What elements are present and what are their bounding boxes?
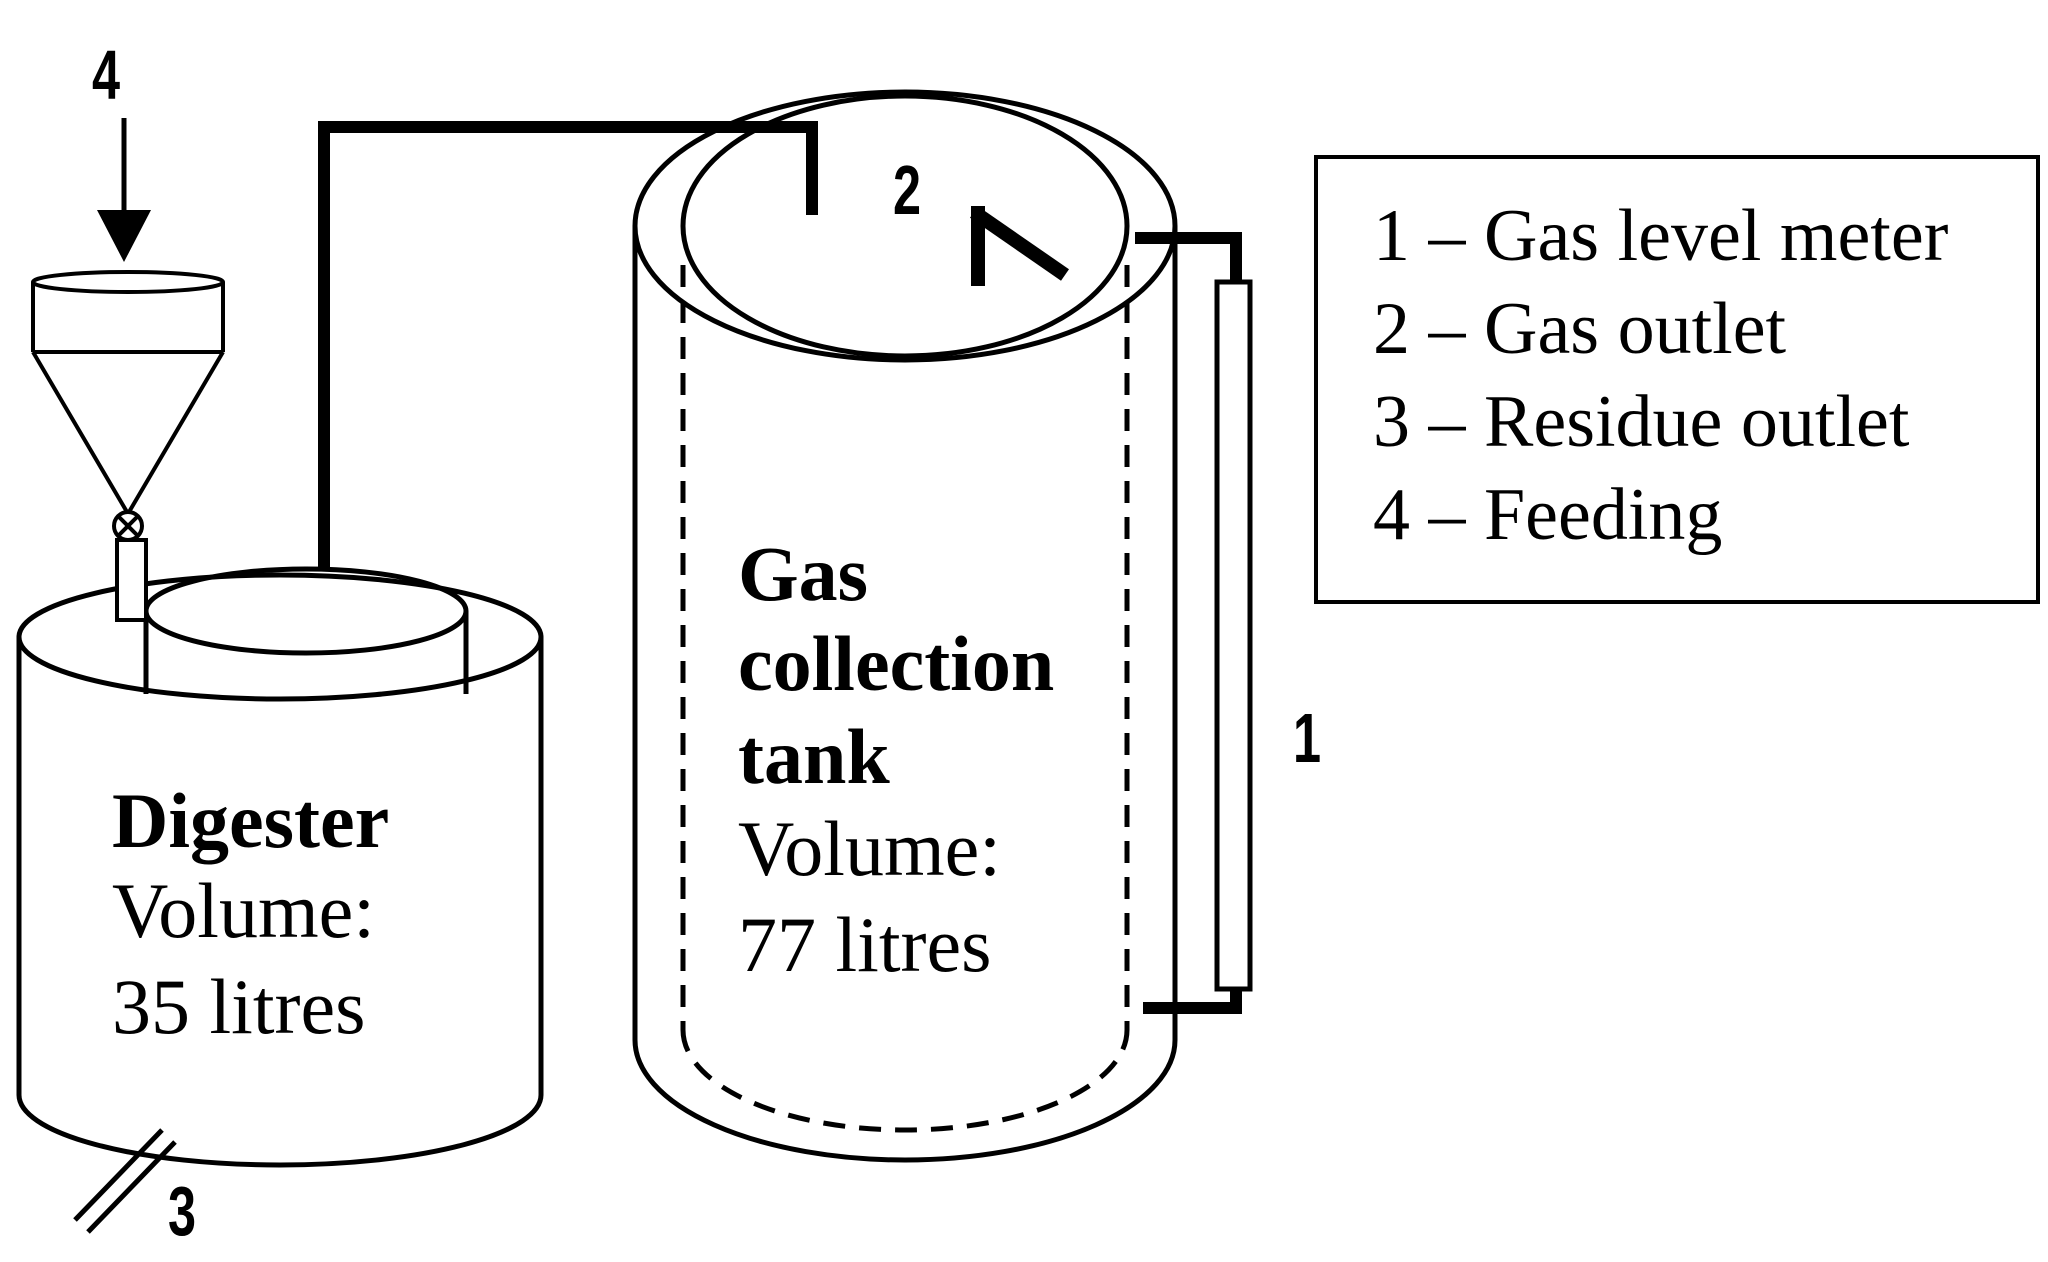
digester-inner-cover <box>143 566 469 656</box>
legend: 1 – Gas level meter 2 – Gas outlet 3 – R… <box>1314 155 2040 604</box>
tank-volume-value: 77 litres <box>738 901 992 988</box>
marker-gas-outlet: 2 <box>893 151 922 229</box>
legend-item-residue-outlet: 3 – Residue outlet <box>1373 381 1910 463</box>
marker-gas-level-meter: 1 <box>1293 699 1322 777</box>
digester-volume-value: 35 litres <box>112 963 366 1050</box>
tank-bottom <box>632 1039 1178 1163</box>
legend-item-gas-level-meter: 1 – Gas level meter <box>1373 195 1949 277</box>
digester-volume-label: Volume: <box>112 867 375 954</box>
gas-collection-tank <box>632 89 1178 1163</box>
legend-item-feeding: 4 – Feeding <box>1373 474 1723 556</box>
digester-bottom <box>16 1094 544 1168</box>
feeding-pipe <box>115 538 148 622</box>
feeding-funnel <box>31 270 225 622</box>
tank-name-line-3: tank <box>738 713 890 800</box>
gas-level-meter <box>1135 232 1253 1014</box>
digester-top-rim <box>16 572 544 702</box>
marker-feeding: 4 <box>92 36 121 114</box>
legend-item-gas-outlet: 2 – Gas outlet <box>1373 288 1787 370</box>
marker-residue-outlet: 3 <box>168 1172 197 1250</box>
tank-inner-top <box>680 93 1130 359</box>
gas-outlet-pipe <box>970 206 1069 286</box>
gas-transfer-pipe <box>318 121 818 570</box>
tank-name-line-2: collection <box>738 620 1055 707</box>
digester-name: Digester <box>112 777 390 864</box>
feeding-arrow <box>97 118 151 262</box>
tank-name-line-1: Gas <box>738 530 869 617</box>
tank-volume-label: Volume: <box>738 805 1001 892</box>
residue-outlet-pipe <box>73 1128 177 1234</box>
